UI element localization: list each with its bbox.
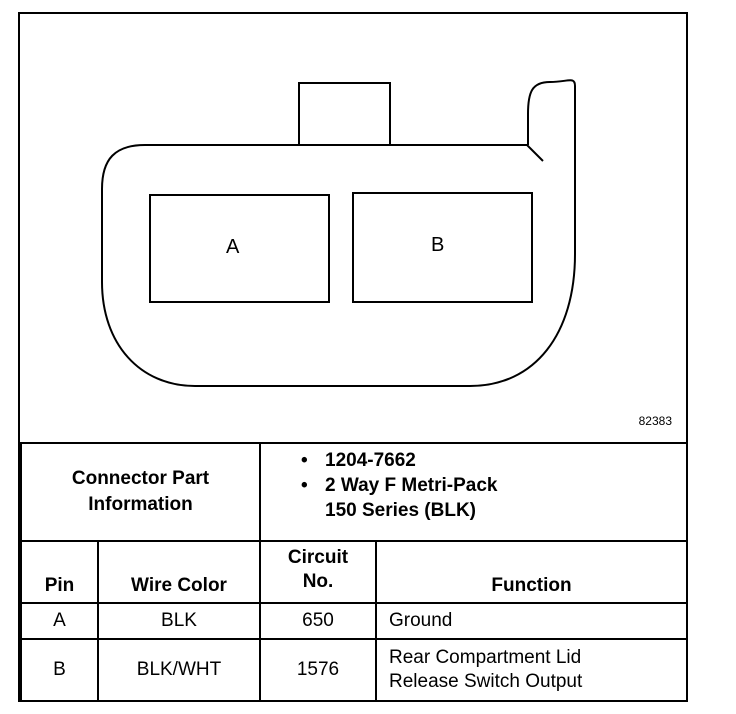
connector-diagram: A B 82383	[20, 14, 686, 442]
pin-label-a: A	[226, 236, 240, 258]
row-a-pin: A	[20, 602, 99, 640]
table-row: A BLK 650 Ground	[20, 602, 688, 640]
connector-lock-tab	[298, 82, 391, 146]
row-a-function: Ground	[375, 602, 688, 640]
connector-frame: A B 82383 Connector Part Information 120…	[18, 12, 688, 702]
figure-number: 82383	[638, 414, 672, 428]
connector-type: 2 Way F Metri-Pack 150 Series (BLK)	[301, 473, 686, 523]
row-b-function: Rear Compartment Lid Release Switch Outp…	[375, 638, 688, 702]
header-circuit-no: Circuit No.	[259, 540, 377, 604]
header-pin: Pin	[20, 540, 99, 604]
part-number: 1204-7662	[301, 448, 686, 473]
table-row: B BLK/WHT 1576 Rear Compartment Lid Rele…	[20, 638, 688, 702]
row-a-circuit: 650	[259, 602, 377, 640]
pin-label-b: B	[431, 234, 445, 256]
pin-cavity-a	[149, 194, 330, 303]
row-b-wire-color: BLK/WHT	[97, 638, 261, 702]
connector-part-info-values: 1204-7662 2 Way F Metri-Pack 150 Series …	[259, 442, 688, 542]
pin-cavity-b	[352, 192, 533, 303]
connector-housing-outline	[101, 79, 576, 387]
header-wire-color: Wire Color	[97, 540, 261, 604]
row-a-wire-color: BLK	[97, 602, 261, 640]
connector-part-info-row: Connector Part Information 1204-7662 2 W…	[20, 442, 688, 542]
table-header-row: Pin Wire Color Circuit No. Function	[20, 540, 688, 604]
connector-face-drawing	[101, 79, 576, 387]
connector-table: Connector Part Information 1204-7662 2 W…	[20, 442, 688, 702]
header-function: Function	[375, 540, 688, 604]
row-b-pin: B	[20, 638, 99, 702]
row-b-circuit: 1576	[259, 638, 377, 702]
connector-part-info-label: Connector Part Information	[20, 442, 261, 542]
